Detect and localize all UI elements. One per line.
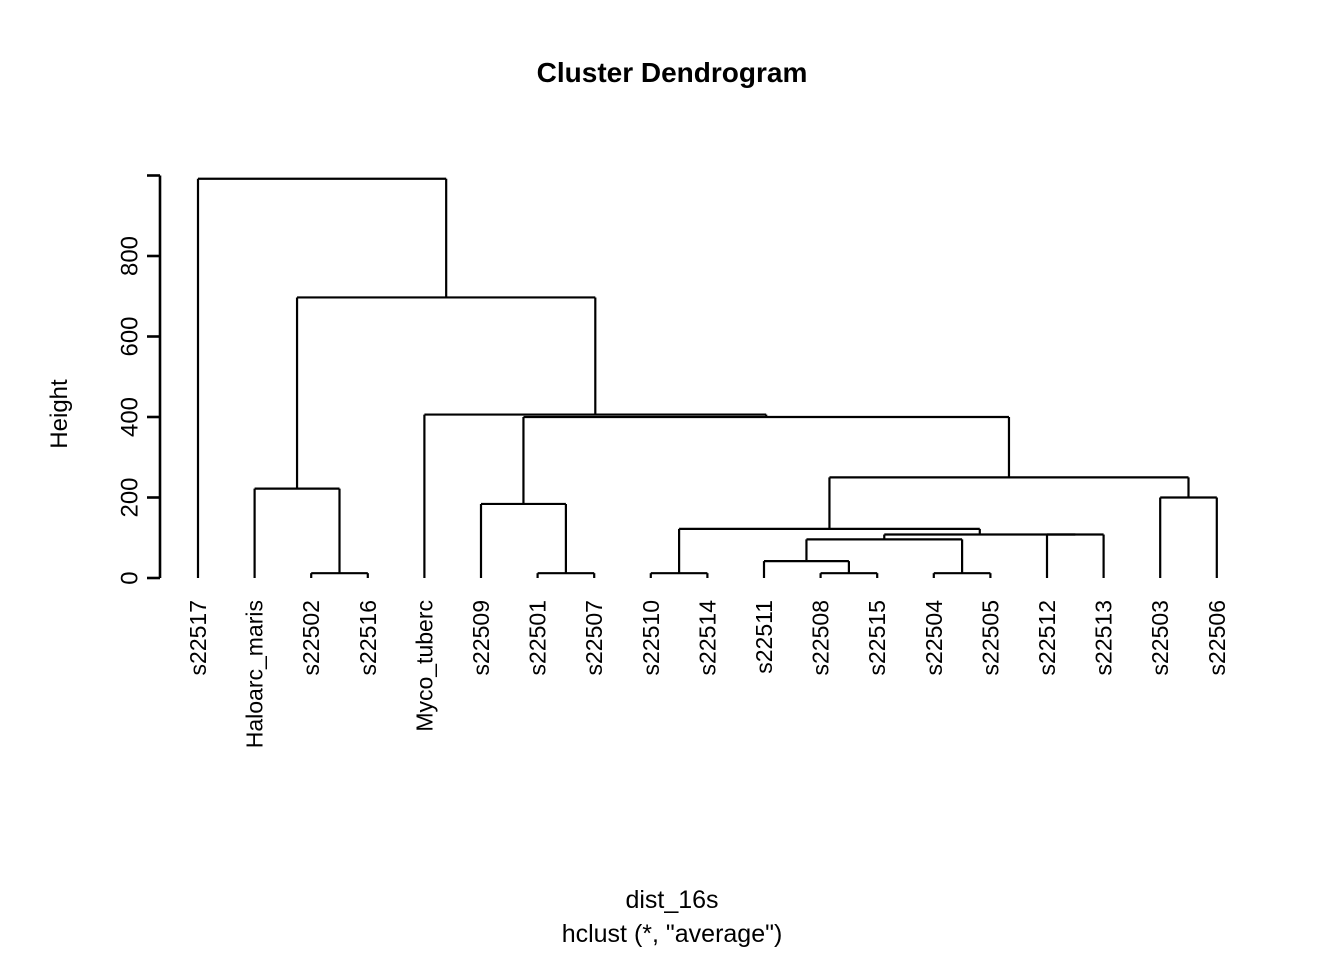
leaf-label-s22512[interactable]: s22512 <box>1034 600 1060 675</box>
leaf-label-s22511[interactable]: s22511 <box>751 600 777 674</box>
leaf-label-s22514[interactable]: s22514 <box>694 600 720 676</box>
leaf-label-s22510[interactable]: s22510 <box>638 600 664 675</box>
leaf-label-s22508[interactable]: s22508 <box>808 600 834 675</box>
leaf-label-s22505[interactable]: s22505 <box>977 600 1003 675</box>
leaf-label-s22507[interactable]: s22507 <box>581 600 607 675</box>
page-title: Cluster Dendrogram <box>536 57 808 88</box>
leaf-label-s22517[interactable]: s22517 <box>185 600 211 675</box>
leaf-label-s22513[interactable]: s22513 <box>1091 600 1117 675</box>
plot-footer: dist_16s hclust (*, "average") <box>0 883 1344 951</box>
leaf-label-s22504[interactable]: s22504 <box>921 600 947 676</box>
y-axis-tick-label: 200 <box>117 477 144 517</box>
leaf-label-s22502[interactable]: s22502 <box>298 600 324 675</box>
leaf-labels: s22517 Haloarc_maris s22502 s22516 Myco_tube… <box>185 600 1230 748</box>
y-axis-tick-label: 400 <box>117 397 144 437</box>
y-axis-tick-label: 0 <box>117 571 144 584</box>
leaf-label-haloarc_maris[interactable]: Haloarc_maris <box>242 600 268 748</box>
y-axis: 0 200 400 600 800 <box>117 174 162 585</box>
x-axis-label: dist_16s <box>625 886 719 914</box>
y-axis-tick-label: 800 <box>117 236 144 276</box>
dendrogram-tree <box>196 177 1218 578</box>
leaf-label-s22506[interactable]: s22506 <box>1204 600 1230 675</box>
leaf-label-s22509[interactable]: s22509 <box>468 600 494 675</box>
plot-subtitle: hclust (*, "average") <box>561 920 783 948</box>
y-axis-tick-label: 600 <box>117 316 144 356</box>
leaf-label-s22515[interactable]: s22515 <box>864 600 890 675</box>
leaf-label-myco_tuberc[interactable]: Myco_tuberc <box>411 600 437 732</box>
leaf-label-s22501[interactable]: s22501 <box>525 600 551 675</box>
leaf-label-s22516[interactable]: s22516 <box>355 600 381 675</box>
leaf-label-s22503[interactable]: s22503 <box>1147 600 1173 675</box>
